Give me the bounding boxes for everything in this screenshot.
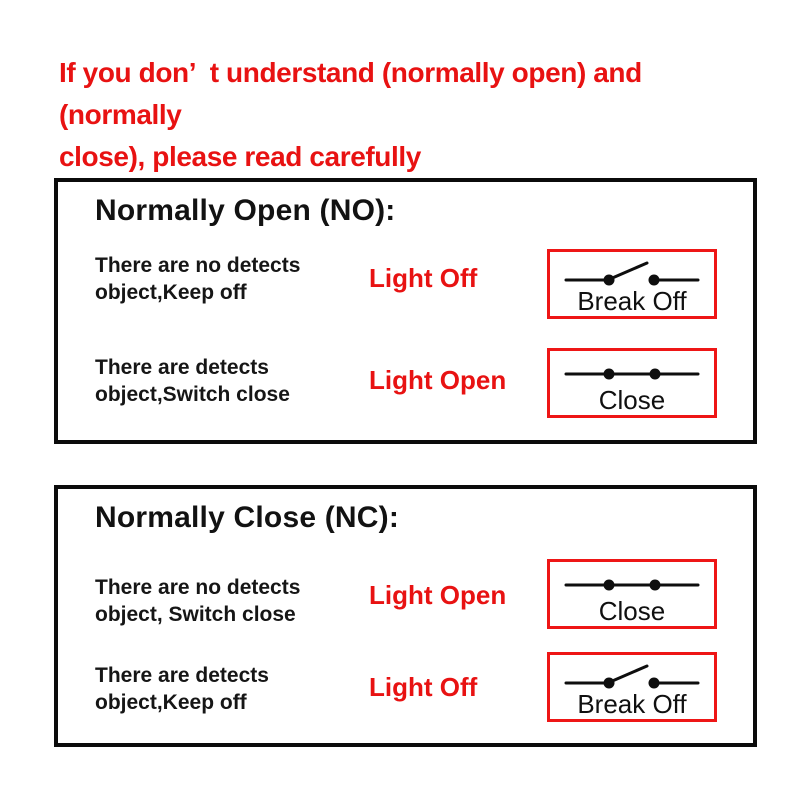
section-normally-close: Normally Close (NC): There are no detect…	[54, 485, 757, 747]
nc-row1-switch-state-label: Close	[598, 596, 666, 626]
nc-row2-light-status: Light Off	[369, 672, 478, 702]
switch-open-icon	[564, 664, 700, 689]
warning-line-2: close), please read carefully	[59, 141, 421, 172]
no-row1-switch-state-label: Break Off	[577, 286, 687, 316]
nc-row1-description-line2: object, Switch close	[95, 603, 296, 626]
nc-row1-description-line1: There are no detects	[95, 576, 301, 599]
nc-row1-switch-state-card: Close	[547, 559, 717, 629]
no-row1-switch-state-card: Break Off	[547, 249, 717, 319]
no-row2-switch-state-card: Close	[547, 348, 717, 418]
no-row1-description-line2: object,Keep off	[95, 281, 247, 304]
nc-row1-light-status: Light Open	[369, 580, 507, 610]
switch-closed-icon	[564, 368, 700, 380]
warning-line-1: If you don’ t understand (normally open)…	[59, 57, 642, 130]
nc-row1-description: There are no detects object, Switch clos…	[95, 574, 300, 628]
switch-open-icon	[564, 261, 700, 286]
section-normally-open: Normally Open (NO): There are no detects…	[54, 178, 757, 444]
section-normally-open-title: Normally Open (NO):	[95, 194, 396, 227]
section-normally-close-title: Normally Close (NC):	[95, 501, 400, 534]
no-row1-light-status: Light Off	[369, 263, 478, 293]
no-row1-description: There are no detects object,Keep off	[95, 252, 300, 306]
no-row1-description-line1: There are no detects	[95, 254, 301, 277]
nc-row2-description-line2: object,Keep off	[95, 691, 247, 714]
nc-row2-switch-state-label: Break Off	[577, 689, 687, 719]
no-row2-description: There are detects object,Switch close	[95, 354, 290, 408]
no-row2-light-status: Light Open	[369, 365, 507, 395]
nc-row2-description: There are detects object,Keep off	[95, 662, 269, 716]
no-row2-switch-state-label: Close	[598, 385, 666, 415]
switch-closed-icon	[564, 579, 700, 591]
no-row2-description-line1: There are detects	[95, 356, 269, 379]
warning-header: If you don’ t understand (normally open)…	[59, 52, 769, 178]
nc-row2-description-line1: There are detects	[95, 664, 269, 687]
nc-row2-switch-state-card: Break Off	[547, 652, 717, 722]
no-row2-description-line2: object,Switch close	[95, 383, 290, 406]
